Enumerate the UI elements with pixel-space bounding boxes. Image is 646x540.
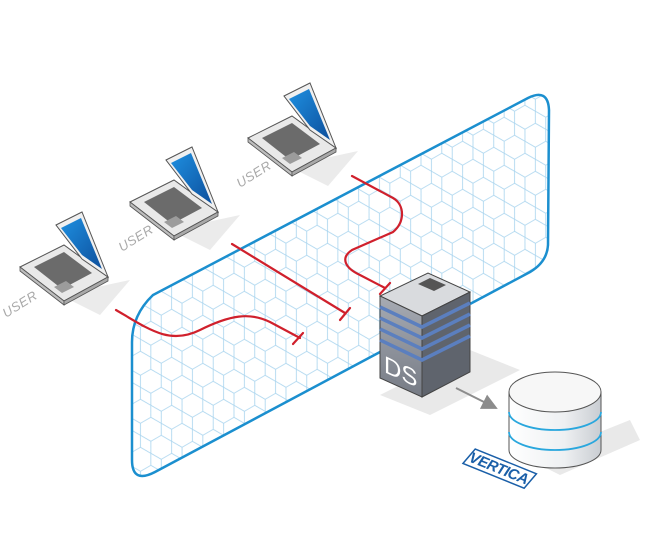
laptop-user-2 — [129, 146, 240, 250]
data-flow-arrow — [455, 387, 498, 409]
laptop-user-3 — [247, 82, 358, 186]
user-label-3: USER — [234, 158, 274, 191]
firewall-plane — [130, 93, 551, 478]
vertica-database — [508, 371, 640, 475]
connection-line-2 — [230, 242, 347, 315]
connection-lines — [114, 174, 404, 346]
connection-line-2-end — [338, 306, 352, 322]
user-label-2: USER — [116, 222, 156, 255]
connection-line-3-end — [378, 281, 392, 296]
server-vent-grille — [418, 278, 446, 291]
connection-line-1-end — [291, 331, 305, 346]
connection-line-3 — [344, 174, 404, 290]
laptop-user-1 — [19, 211, 130, 315]
ds-server: DS — [378, 272, 520, 415]
server-stripes — [379, 301, 471, 362]
db-stripe-1 — [508, 411, 602, 431]
db-stripe-2 — [508, 431, 602, 451]
user-label-1: USER — [0, 288, 40, 321]
connection-line-1 — [114, 308, 302, 340]
